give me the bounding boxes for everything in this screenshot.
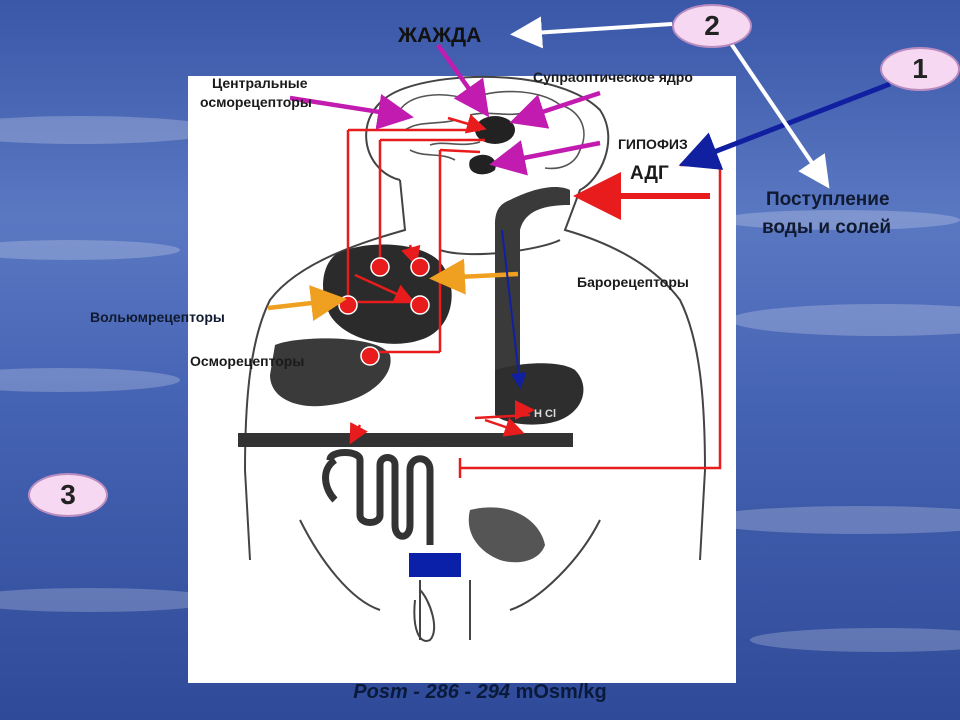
colon	[322, 457, 338, 503]
blue-arrow-badge1-to-adh	[678, 81, 891, 170]
water-salt-intake-label-2: воды и солей	[762, 217, 892, 238]
esophagus	[495, 187, 570, 385]
kidney-shape	[468, 507, 545, 563]
red-arrow-gut-down	[349, 422, 368, 445]
small-intestine	[326, 449, 434, 545]
red-arrow-to-hypothalamus-2	[401, 244, 421, 267]
badge-3: 3	[28, 473, 108, 517]
red-arrow-heart	[354, 273, 415, 303]
badge-2: 2	[672, 4, 752, 48]
hcl-label: H Cl	[534, 408, 556, 420]
central-osmoreceptors-label-2: осморецепторы	[200, 94, 312, 110]
receptor-dot	[360, 346, 380, 366]
posm-units: mOsm/kg	[515, 681, 607, 703]
volumoreceptors-label: Вольюмрецепторы	[90, 309, 225, 325]
receptor-dot	[410, 295, 430, 315]
magenta-arrows	[289, 43, 601, 176]
pituitary-shape	[469, 154, 496, 175]
blue-arrow-esophagus	[501, 229, 527, 389]
baroreceptors-label: Барорецепторы	[577, 274, 689, 290]
osmoreceptors-label: Осморецепторы	[190, 353, 305, 369]
bladder-outline	[413, 589, 436, 642]
white-arrow-to-thirst	[510, 16, 673, 49]
posm-value: Posm - 286 - 294	[353, 681, 511, 703]
receptor-dot	[370, 257, 390, 277]
h2o-nacl-label: H₂O,NaCl	[397, 436, 447, 448]
receptor-dot	[338, 295, 358, 315]
adh-label: АДГ	[630, 163, 669, 184]
receptor-dots	[338, 257, 430, 366]
red-arrow-hcl	[484, 417, 525, 437]
white-arrow-to-intake	[728, 40, 830, 189]
water-salt-intake-label-1: Поступление	[766, 189, 890, 210]
orange-arrows	[267, 258, 519, 321]
heart	[323, 244, 452, 344]
pituitary-label: ГИПОФИЗ	[618, 136, 688, 152]
central-osmoreceptors-label-1: Центральные	[212, 75, 308, 91]
posm-formula: Posm - 286 - 294 mOsm/kg	[0, 681, 960, 704]
thirst-label: ЖАЖДА	[398, 24, 482, 47]
receptor-dot	[410, 257, 430, 277]
badge-1: 1	[880, 47, 960, 91]
red-arrow-to-hypothalamus-1	[447, 114, 487, 134]
supraoptic-nucleus-label: Супраоптическое ядро	[533, 69, 693, 85]
blue-marker	[409, 553, 461, 577]
intestine-band	[238, 433, 573, 447]
